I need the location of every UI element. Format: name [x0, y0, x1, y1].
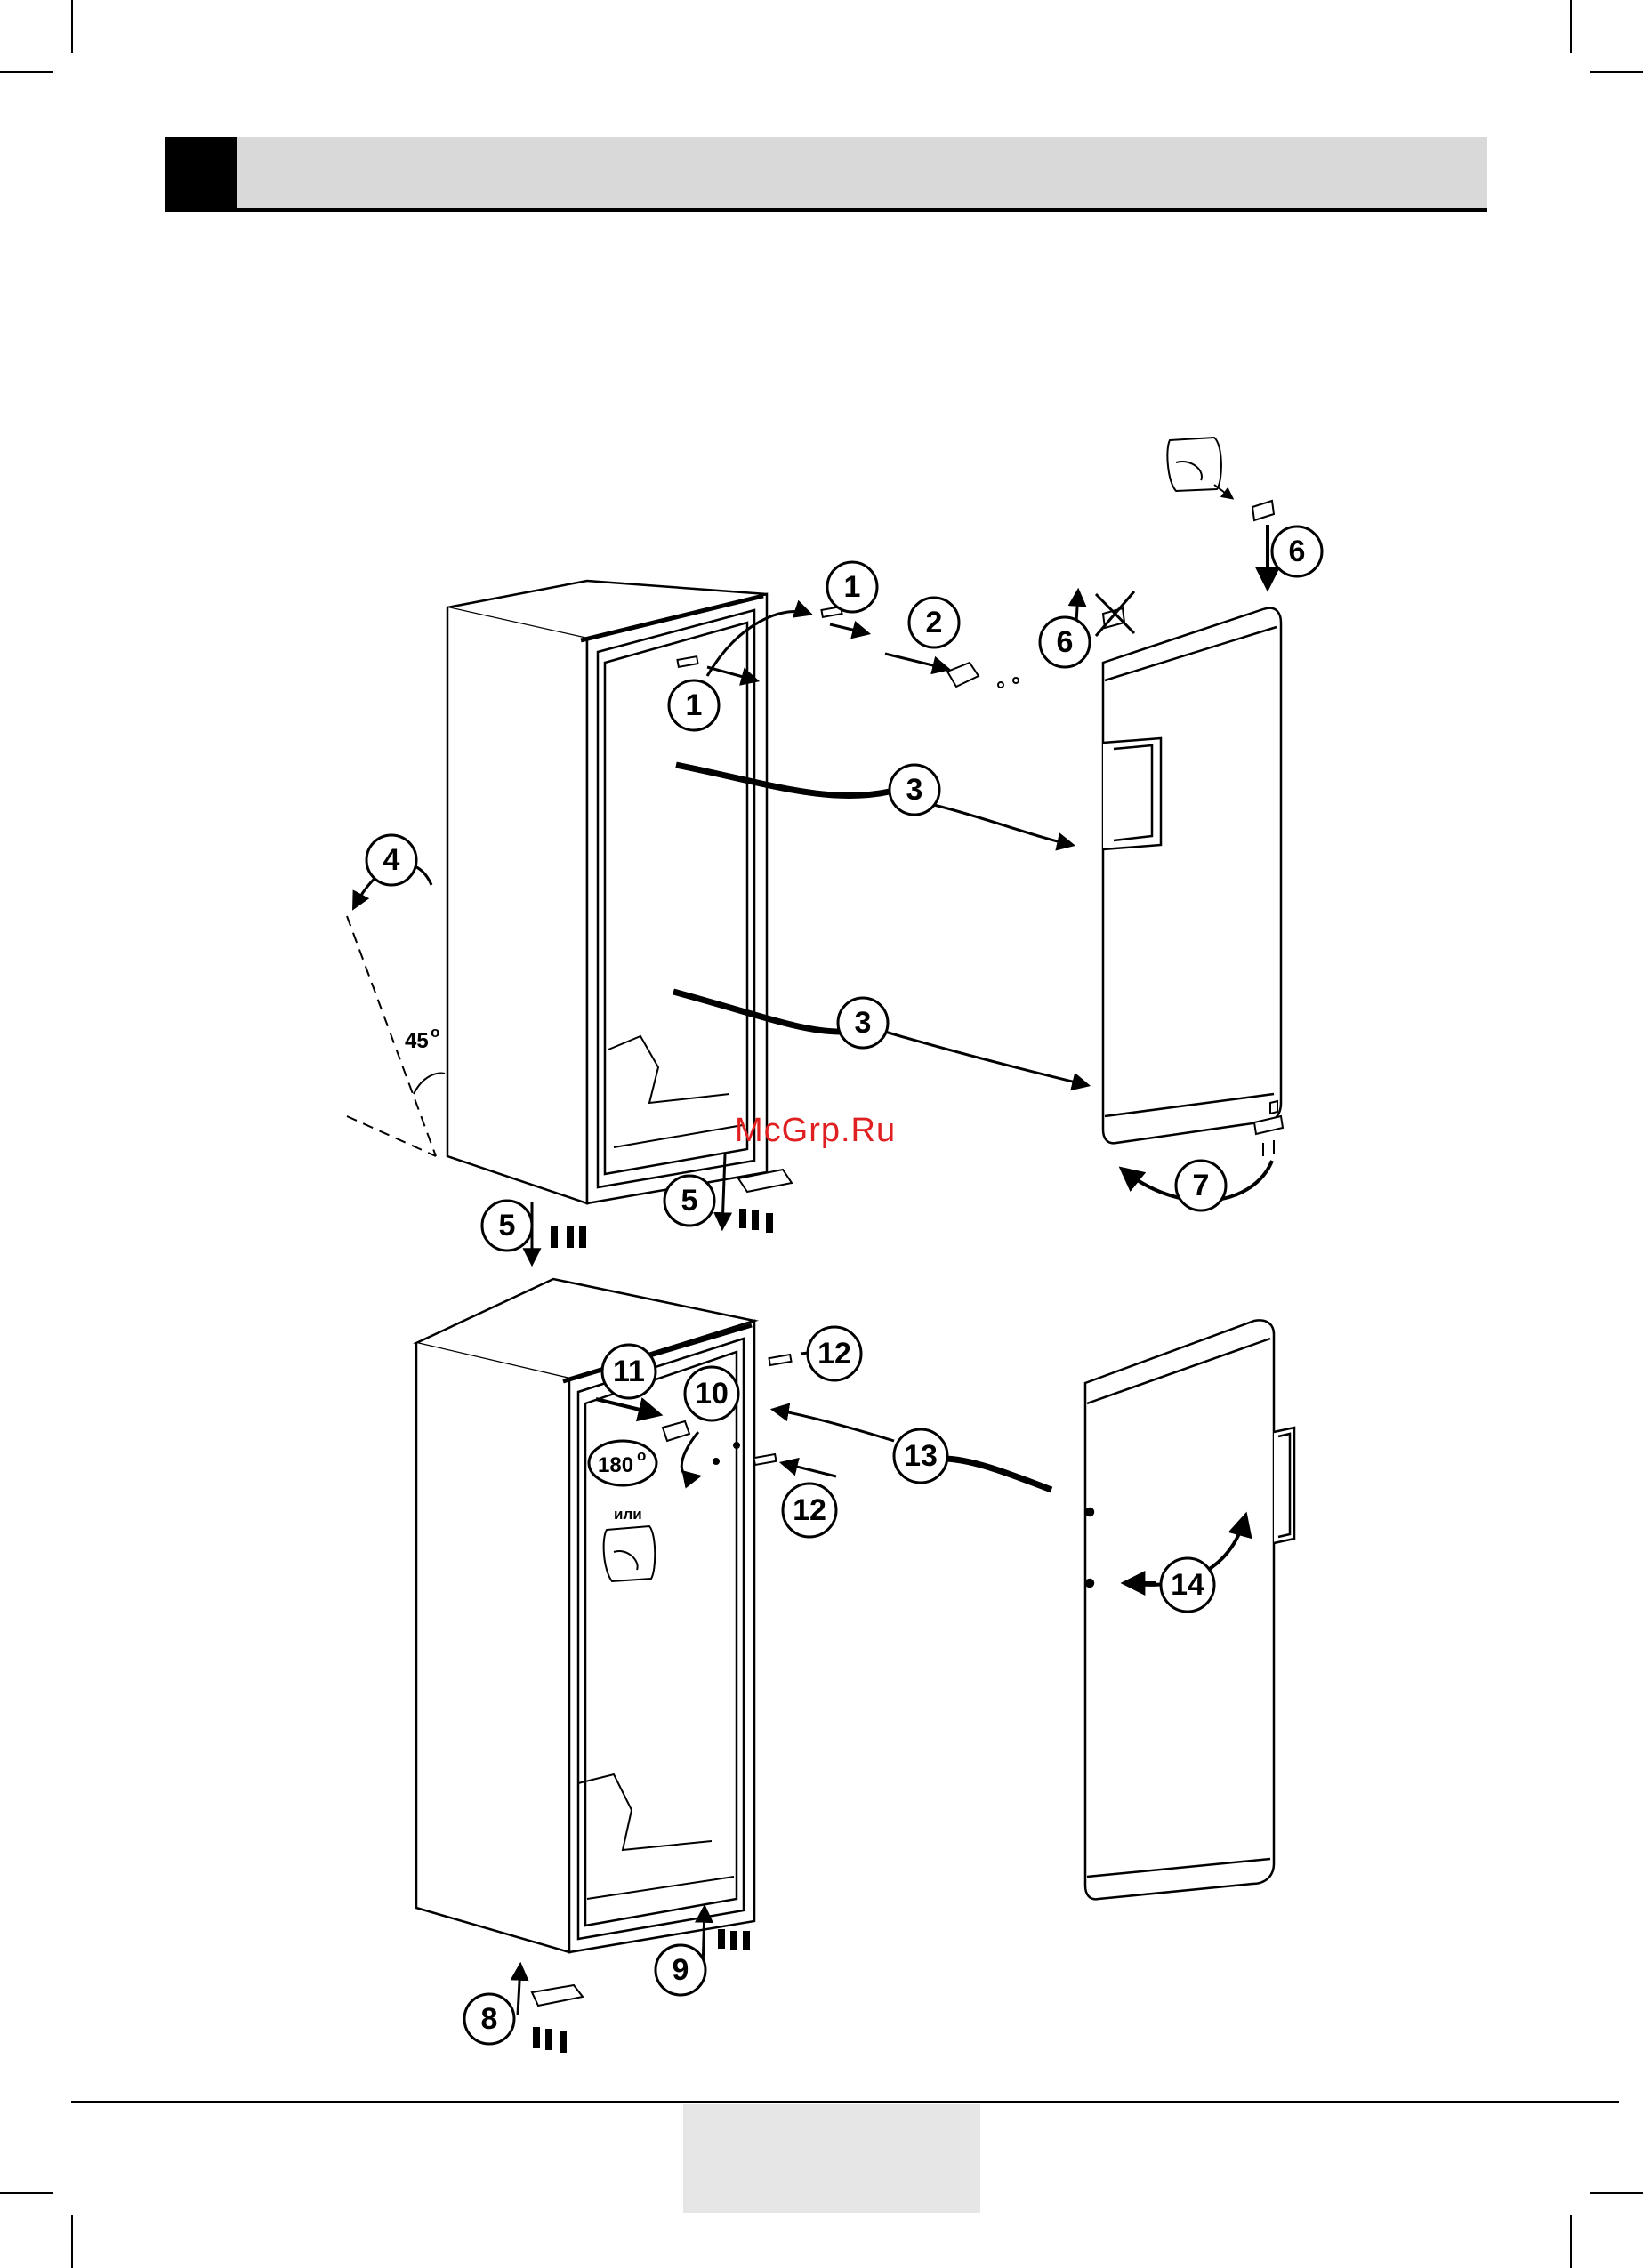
tilt-angle-guide: [347, 864, 445, 1156]
step-2: 2: [926, 606, 943, 639]
angle-45: 45: [405, 1029, 429, 1053]
angle-45-degree: o: [431, 1024, 439, 1041]
step-6a: 6: [1289, 535, 1306, 568]
page-number-box: [683, 2104, 980, 2213]
step-4: 4: [383, 843, 400, 877]
step-12a: 12: [817, 1337, 851, 1371]
step-1b: 1: [686, 688, 703, 722]
step-7: 7: [1193, 1169, 1210, 1202]
step-12b: 12: [793, 1493, 826, 1527]
rotate-180-degree: o: [637, 1447, 646, 1464]
step-5a: 5: [499, 1209, 516, 1243]
step-5b: 5: [681, 1184, 698, 1218]
step-10: 10: [695, 1377, 729, 1411]
angle-label: 45 o: [405, 1024, 439, 1053]
fridge-body-top: [447, 581, 767, 1203]
top-cover-part: [1252, 501, 1274, 587]
step-13: 13: [904, 1439, 938, 1473]
rotate-180: 180: [598, 1453, 633, 1477]
watermark: McGrp.Ru: [735, 1112, 896, 1150]
step-8: 8: [481, 2002, 498, 2036]
step-6b: 6: [1057, 625, 1074, 659]
fridge-door-top: [1103, 608, 1281, 1144]
step-9: 9: [673, 1953, 689, 1987]
bag-of-parts-icon: [1167, 438, 1232, 498]
upper-hinge-part: [947, 663, 1019, 688]
bag-of-parts-icon: [604, 1526, 656, 1581]
step-1a: 1: [844, 570, 861, 604]
step-14: 14: [1171, 1568, 1204, 1602]
step-11: 11: [613, 1355, 645, 1388]
footer-rule: [71, 2101, 1619, 2103]
or-label: или: [614, 1506, 642, 1523]
step-3b: 3: [855, 1006, 872, 1040]
step-3a: 3: [906, 773, 923, 807]
